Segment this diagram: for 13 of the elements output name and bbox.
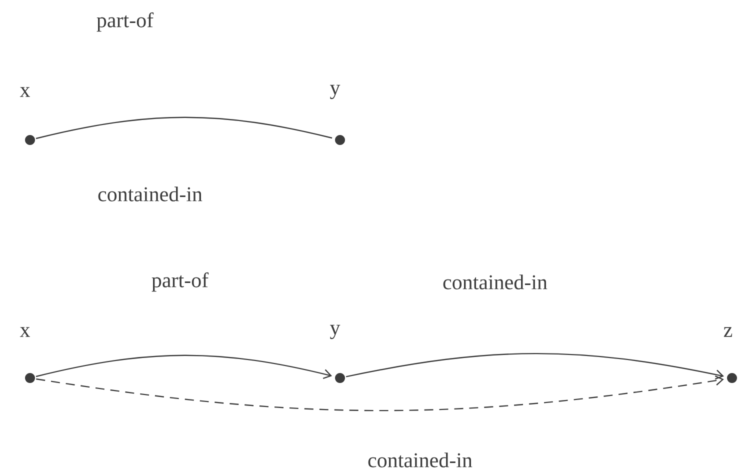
edge-label: part-of — [150, 271, 210, 293]
point-label: y — [330, 84, 340, 100]
arrow — [36, 354, 332, 379]
arrow — [36, 376, 724, 412]
point-label: z — [724, 327, 732, 337]
arrow — [346, 352, 724, 380]
edge-label: contained-in — [442, 274, 548, 290]
relation-label: contained-in — [98, 186, 202, 202]
point-label: x — [20, 327, 30, 337]
edge-label: contained-in — [366, 452, 474, 468]
point-label: y — [330, 324, 340, 340]
point-label: x — [20, 87, 30, 97]
edge-label: part-of — [95, 11, 155, 33]
